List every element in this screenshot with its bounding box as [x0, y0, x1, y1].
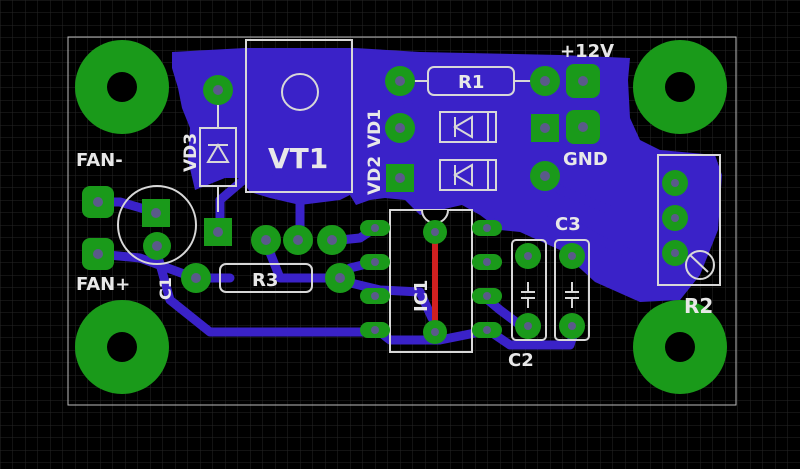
mounting-holes	[75, 40, 727, 394]
label-r2: R2	[684, 294, 713, 318]
label-r3: R3	[252, 270, 278, 291]
label-fan-plus: FAN+	[76, 274, 130, 295]
label-vd2: VD2	[365, 156, 385, 195]
label-ground: GND	[563, 149, 608, 170]
label-c1: C1	[156, 277, 175, 300]
label-fan-minus: FAN-	[76, 150, 123, 171]
label-vd1: VD1	[365, 109, 385, 148]
drill-holes	[93, 76, 679, 336]
label-power: +12V	[560, 41, 614, 62]
label-r1: R1	[458, 72, 484, 93]
label-c2: C2	[508, 350, 534, 371]
label-c3: C3	[555, 214, 581, 235]
label-vt1: VT1	[268, 142, 328, 175]
label-vd3: VD3	[181, 133, 201, 172]
board-outline	[67, 36, 737, 406]
label-ic1: IC1	[411, 280, 432, 312]
diode-symbols	[206, 115, 579, 308]
